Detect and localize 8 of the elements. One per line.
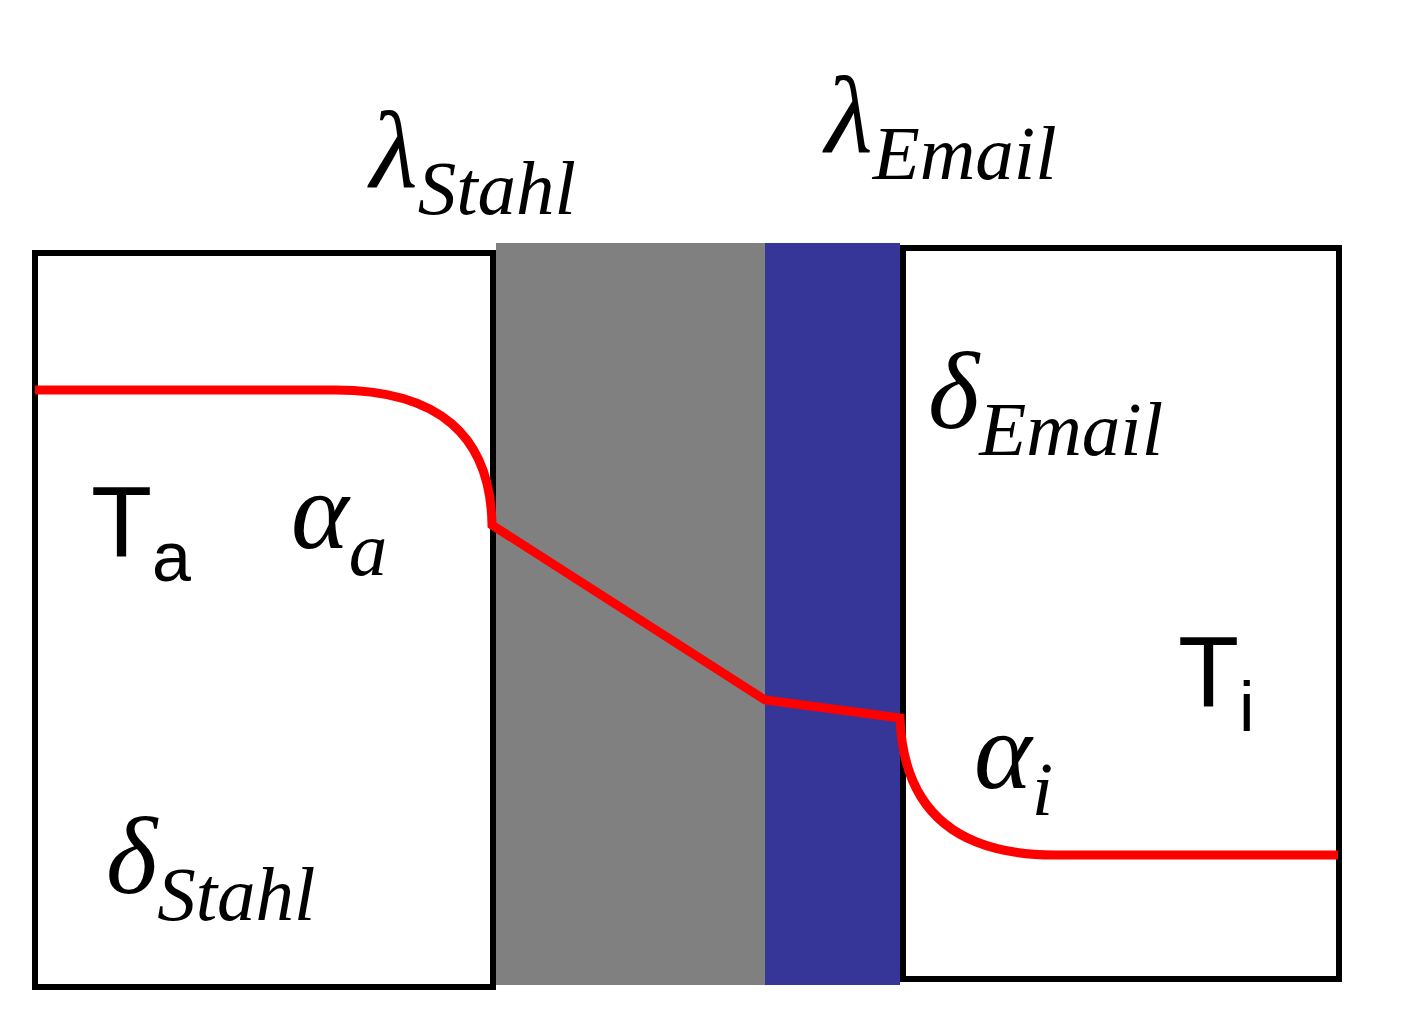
math-symbol: δ$_{Email}$: [928, 336, 1164, 468]
math-symbol: δ$_{Stahl}$: [106, 801, 316, 933]
medium-box: [900, 245, 1342, 982]
math-symbol: α$_{a}$: [291, 456, 388, 588]
medium-box: [32, 250, 496, 990]
temperature-symbol: T$_{a}$: [91, 471, 192, 592]
temperature-symbol: T$_{i}$: [1178, 621, 1255, 742]
math-symbol: α$_{i}$: [974, 696, 1054, 828]
